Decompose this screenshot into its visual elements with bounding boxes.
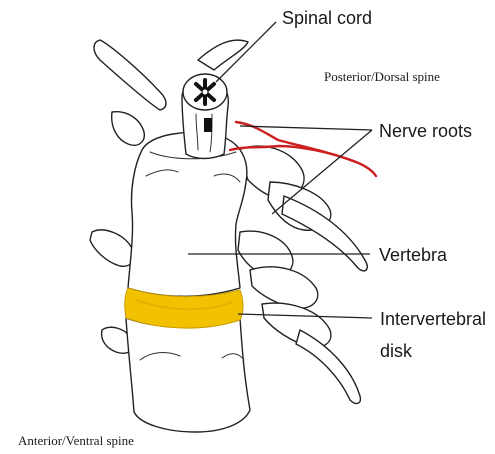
label-intervertebral: Intervertebral (380, 309, 486, 329)
label-spinal-cord: Spinal cord (282, 8, 372, 28)
lower-vertebral-body (126, 318, 250, 432)
label-vertebra: Vertebra (379, 245, 448, 265)
label-disk: disk (380, 341, 413, 361)
label-posterior: Posterior/Dorsal spine (324, 69, 440, 84)
spinal-cord (182, 74, 228, 159)
label-anterior: Anterior/Ventral spine (18, 433, 134, 448)
upper-vertebral-body (128, 132, 247, 296)
label-nerve-roots: Nerve roots (379, 121, 472, 141)
